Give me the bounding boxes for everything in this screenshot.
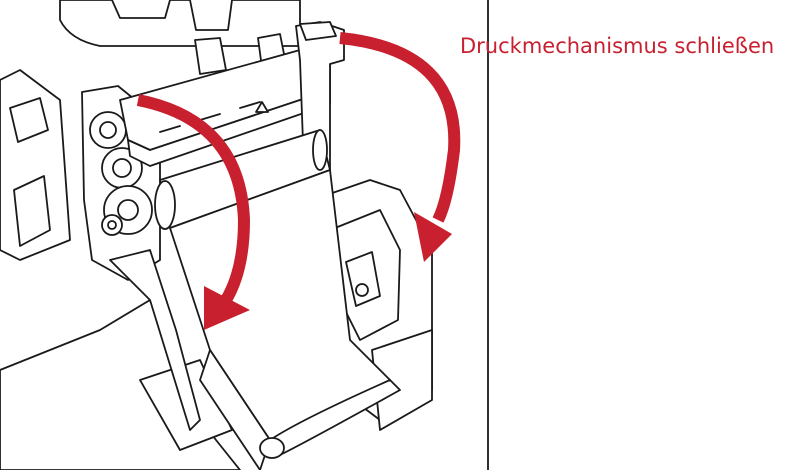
guide-screw [355,283,369,297]
print-head-detail [159,125,181,133]
print-head-detail [239,101,261,109]
print-head-detail [199,113,221,121]
curved-arrow-icon [136,94,251,304]
lid-hinge-left [194,37,227,75]
curved-arrow-icon [204,286,250,330]
warning-triangle-icon [255,101,269,113]
printer-illustration [0,0,489,470]
paper-guide-right [345,251,381,307]
paper-web-tail [269,379,401,456]
curved-arrow-icon [414,212,452,262]
housing-rim [111,0,233,31]
release-lever [299,21,337,41]
curved-arrow-icon [339,32,461,223]
gear-icon [112,158,132,178]
printer-body-left-slot [13,175,51,247]
paper-web-fold [199,349,271,470]
left-paper-guide [109,249,201,431]
printer-body-left-inner [9,97,49,143]
paper-web-curl [259,437,285,459]
paper-roll-end-right [312,129,328,171]
gear-shaft [107,220,117,230]
paper-roll-end [154,180,176,230]
gear-icon [117,199,139,221]
step-caption: Druckmechanismus schließen [460,34,775,58]
gear-icon [99,121,117,139]
